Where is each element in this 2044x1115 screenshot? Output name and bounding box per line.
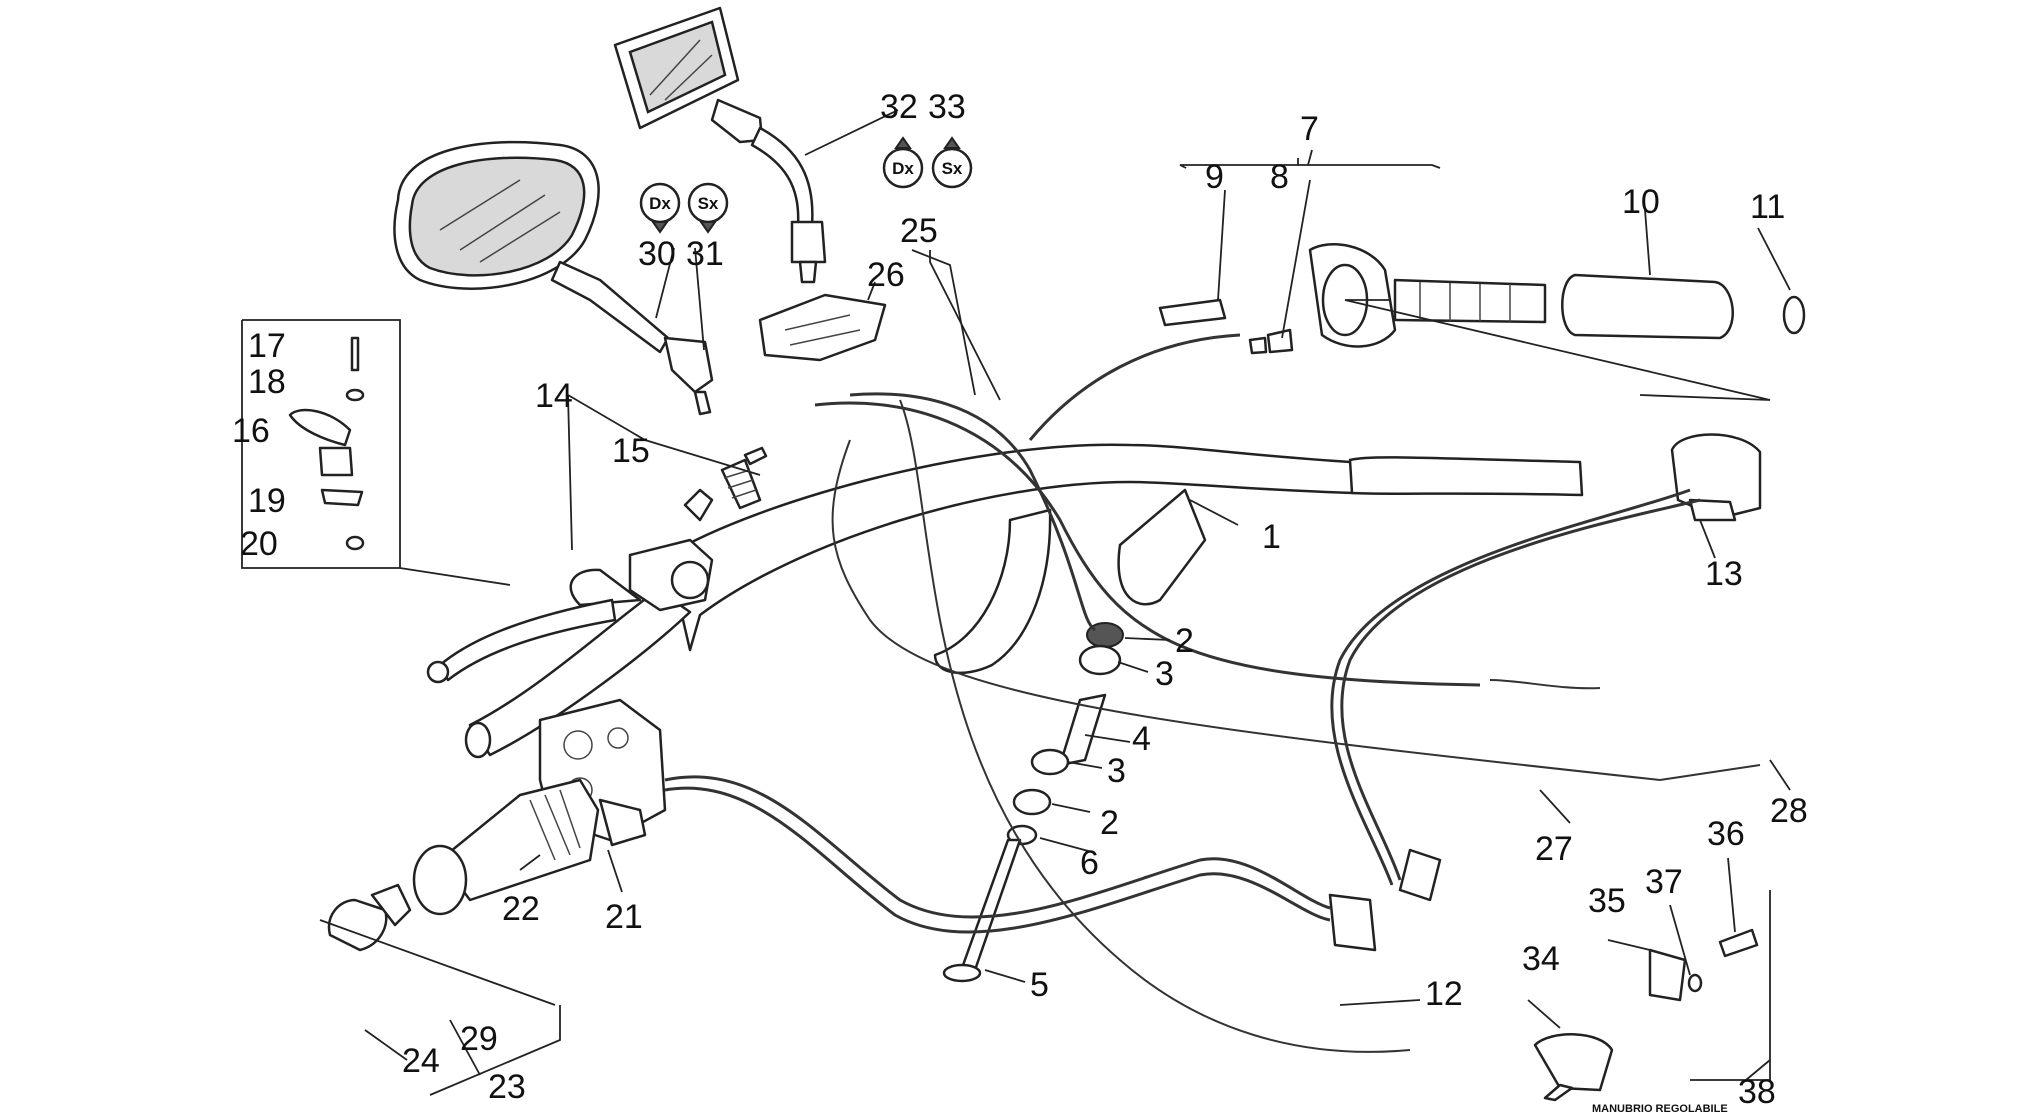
cable-clamp (758, 293, 887, 362)
callout-21: 21 (605, 898, 643, 936)
right-mirror (613, 6, 827, 284)
badge-sx-left-text: Sx (698, 194, 719, 213)
callout-36-37: 37 (1645, 863, 1683, 901)
right-switch-housing (1670, 433, 1762, 522)
callout-29: 29 (460, 1020, 498, 1058)
callout-5: 5 (1030, 966, 1049, 1004)
callout-36: 36 (1707, 815, 1745, 853)
callout-35: 35 (1588, 882, 1626, 920)
badge-dx-left-text: Dx (649, 194, 671, 213)
callout-27: 27 (1535, 830, 1573, 868)
callout-4: 4 (1132, 720, 1151, 758)
clutch-lever-assembly (426, 446, 768, 684)
callout-labels: 1 2 2 3 3 4 5 6 7 8 9 10 11 12 13 14 15 … (232, 88, 1808, 1115)
callout-3a: 3 (1155, 655, 1174, 693)
callout-9: 9 (1205, 158, 1224, 196)
handlebar-tube (464, 443, 1584, 759)
callout-18: 18 (248, 363, 286, 401)
badge-dx-right-text: Dx (892, 159, 914, 178)
callout-38: 38 (1738, 1073, 1776, 1111)
callout-33: 33 (928, 88, 966, 126)
badge-sx-right-text: Sx (942, 159, 963, 178)
throttle-assembly (1158, 243, 1806, 355)
left-mirror (393, 140, 714, 416)
adjustable-clamp-kit (1533, 890, 1771, 1102)
callout-19: 19 (248, 482, 286, 520)
manubrio-regolabile-note: MANUBRIO REGOLABILE (1592, 1103, 1728, 1115)
badge-sx-left: Sx (687, 182, 729, 234)
callout-6: 6 (1080, 844, 1099, 882)
callout-17: 17 (248, 327, 286, 365)
callout-34: 34 (1522, 940, 1560, 978)
callout-25: 25 (900, 212, 938, 250)
callout-22: 22 (502, 890, 540, 928)
callout-20: 20 (240, 525, 278, 563)
lever-pivot-kit (241, 319, 511, 586)
callout-26: 26 (867, 256, 905, 294)
callout-15: 15 (612, 432, 650, 470)
leader-lines (319, 109, 1791, 1096)
cables (664, 333, 1761, 1053)
callout-2a: 2 (1175, 622, 1194, 660)
side-badges: Dx Sx Dx Sx (639, 136, 973, 234)
left-grip (327, 778, 600, 952)
callout-11: 11 (1750, 188, 1785, 226)
callout-1: 1 (1262, 518, 1281, 556)
callout-31: 31 (686, 235, 724, 273)
riser-mount (942, 622, 1124, 983)
callout-23: 23 (488, 1068, 526, 1106)
callout-32: 32 (880, 88, 918, 126)
badge-dx-left: Dx (639, 182, 681, 234)
callout-13: 13 (1705, 555, 1743, 593)
callout-8: 8 (1270, 158, 1289, 196)
callout-2b: 2 (1100, 804, 1119, 842)
callout-30: 30 (638, 235, 676, 273)
callout-12: 12 (1425, 975, 1463, 1013)
callout-3b: 3 (1107, 752, 1126, 790)
callout-10: 10 (1622, 183, 1660, 221)
callout-16: 16 (232, 412, 270, 450)
badge-sx-right: Sx (931, 136, 973, 189)
callout-24: 24 (402, 1042, 440, 1080)
callout-28: 28 (1770, 792, 1808, 830)
badge-dx-right: Dx (882, 136, 924, 189)
callout-7: 7 (1300, 110, 1319, 148)
callout-14: 14 (535, 377, 573, 415)
